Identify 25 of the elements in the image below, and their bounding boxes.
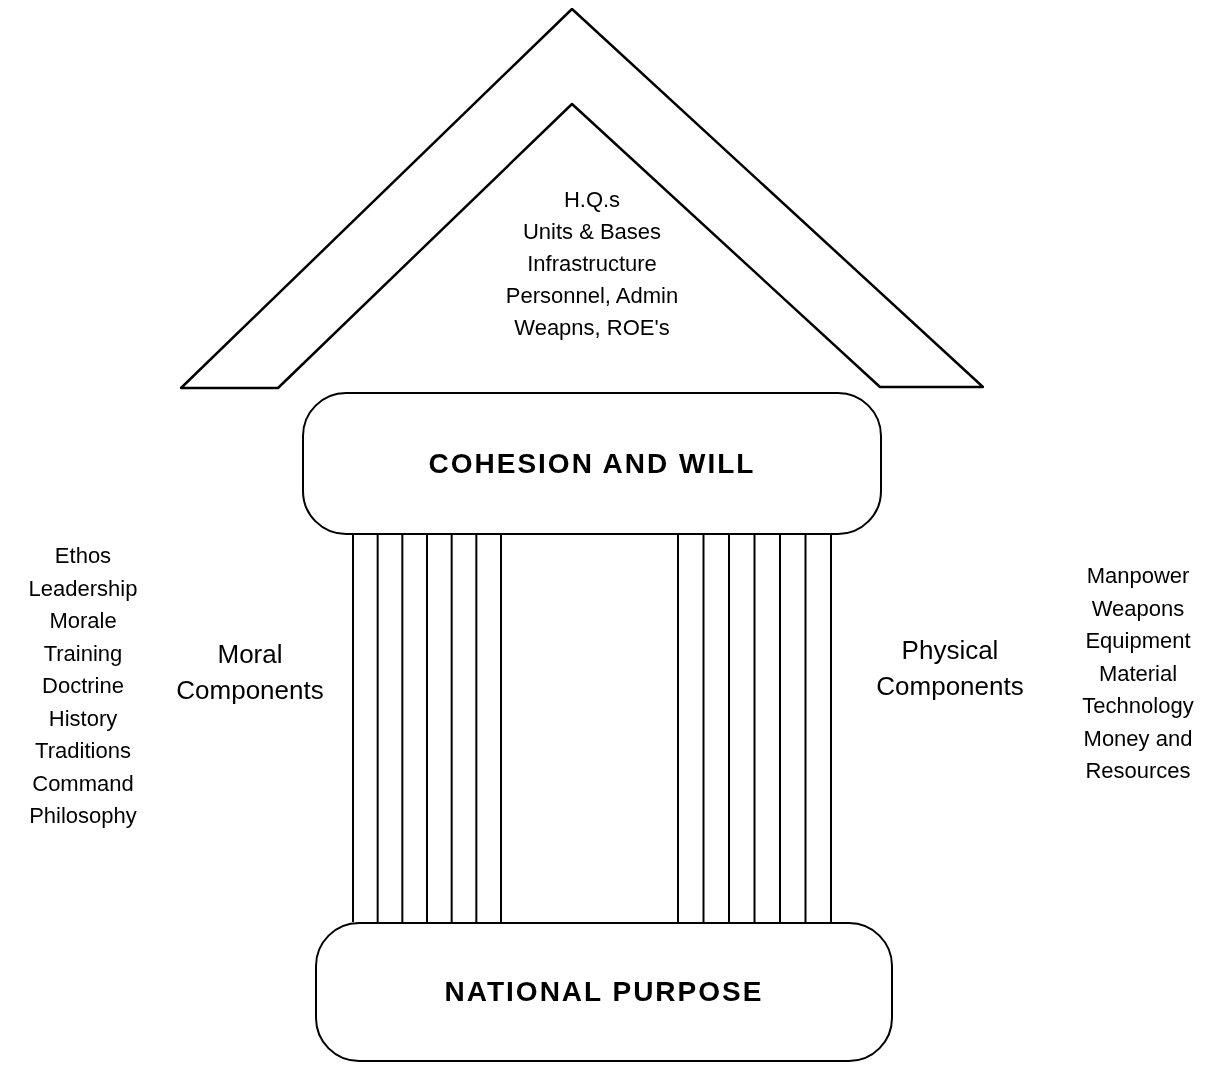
component-list-item: History (48, 704, 118, 733)
roof-item-text: Weapns, ROE's (514, 314, 670, 342)
component-list-item: Leadership (28, 574, 138, 603)
component-list-item: Material (1098, 659, 1178, 688)
roof-item-text: Units & Bases (522, 218, 662, 246)
component-list-item: Money and Resources (1082, 724, 1194, 785)
pillar-caption: Moral Components (175, 638, 325, 707)
component-list-item: Traditions (35, 737, 131, 765)
box-title: NATIONAL PURPOSE (444, 975, 764, 1009)
component-list-item: Weapons (1091, 594, 1185, 623)
roof-item-text: H.Q.s (563, 186, 621, 214)
pillar-caption: Physical Components (875, 634, 1025, 703)
box-title: COHESION AND WILL (428, 446, 756, 481)
component-list-item: Manpower (1086, 562, 1190, 590)
roof-item-text: Infrastructure (527, 250, 657, 278)
component-list-item: Training (43, 639, 123, 668)
rounded-box (302, 392, 882, 535)
component-list-item: Doctrine (42, 672, 124, 700)
rounded-box (315, 922, 893, 1062)
component-list-item: Morale (49, 607, 117, 635)
component-list-item: Ethos (54, 542, 112, 570)
component-list-item: Command Philosophy (28, 769, 138, 830)
component-list-item: Equipment (1085, 627, 1191, 655)
component-list-item: Technology (1082, 692, 1194, 720)
roof-item-text: Personnel, Admin (505, 282, 679, 310)
